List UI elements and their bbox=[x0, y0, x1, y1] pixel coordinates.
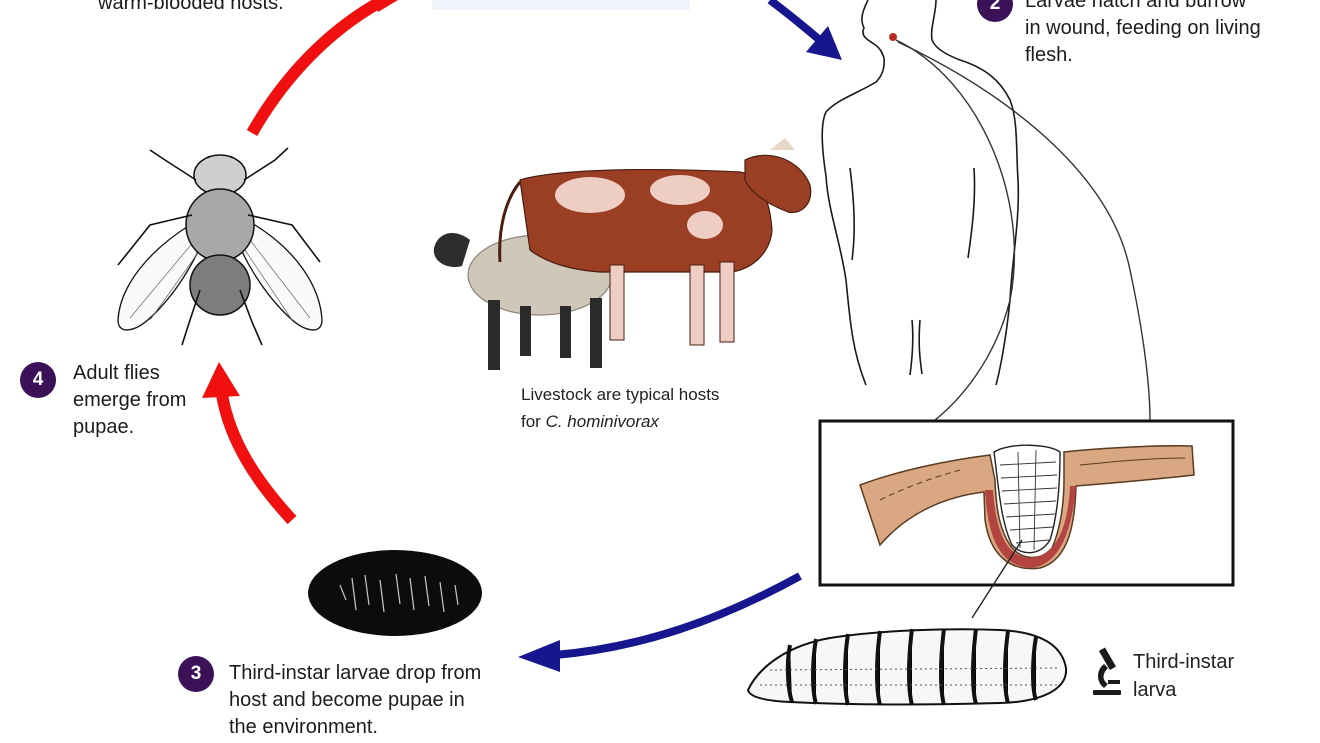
wound-dot bbox=[889, 33, 897, 41]
livestock-caption-line1: Livestock are typical hosts bbox=[521, 385, 720, 404]
step3-line2: host and become pupae in bbox=[229, 689, 465, 711]
step1-text: warm-blooded hosts. bbox=[98, 0, 284, 14]
top-cropped-box bbox=[432, 0, 690, 10]
step3-text: Third-instar larvae drop from host and b… bbox=[229, 660, 481, 741]
step4-badge: 4 bbox=[20, 362, 56, 398]
larva-pointer-line bbox=[971, 539, 1023, 619]
step2-badge: 2 bbox=[977, 0, 1013, 22]
step3-line3: the environment. bbox=[229, 716, 378, 738]
step4-text: Adult flies emerge from pupae. bbox=[73, 360, 186, 441]
step2-text: Larvae hatch and burrow in wound, feedin… bbox=[1025, 0, 1261, 69]
step4-line3: pupae. bbox=[73, 416, 135, 438]
larva-label-line1: Third-instar bbox=[1133, 651, 1235, 673]
step2-line2: in wound, feeding on living bbox=[1025, 17, 1261, 39]
step4-line1: Adult flies bbox=[73, 362, 160, 384]
step3-line1: Third-instar larvae drop from bbox=[229, 662, 482, 684]
blue-arrow-to-pupa bbox=[518, 572, 802, 672]
red-arrow-to-adult bbox=[202, 362, 297, 525]
step2-line3: flesh. bbox=[1025, 44, 1073, 66]
livestock-caption-line2: for C. hominivorax bbox=[521, 412, 659, 431]
step2-line1: Larvae hatch and burrow bbox=[1025, 0, 1247, 12]
microscope-icon bbox=[1093, 647, 1121, 695]
zoom-lines bbox=[895, 39, 1151, 421]
species-name: C. hominivorax bbox=[545, 412, 659, 431]
larva-label-line2: larva bbox=[1133, 679, 1177, 701]
human-figure bbox=[821, 0, 1020, 386]
adult-fly bbox=[117, 147, 323, 346]
cow bbox=[498, 138, 812, 346]
blue-arrow-to-wound bbox=[767, 0, 842, 60]
third-instar-larva bbox=[746, 628, 1068, 706]
step4-line2: emerge from bbox=[73, 389, 187, 411]
step3-badge: 3 bbox=[178, 656, 214, 692]
larva-label: Third-instar larva bbox=[1133, 648, 1234, 704]
wound-cross-section bbox=[859, 444, 1195, 570]
pupa bbox=[308, 550, 482, 636]
red-arrow-to-host bbox=[246, 0, 398, 136]
livestock-caption: Livestock are typical hosts for C. homin… bbox=[521, 381, 719, 435]
